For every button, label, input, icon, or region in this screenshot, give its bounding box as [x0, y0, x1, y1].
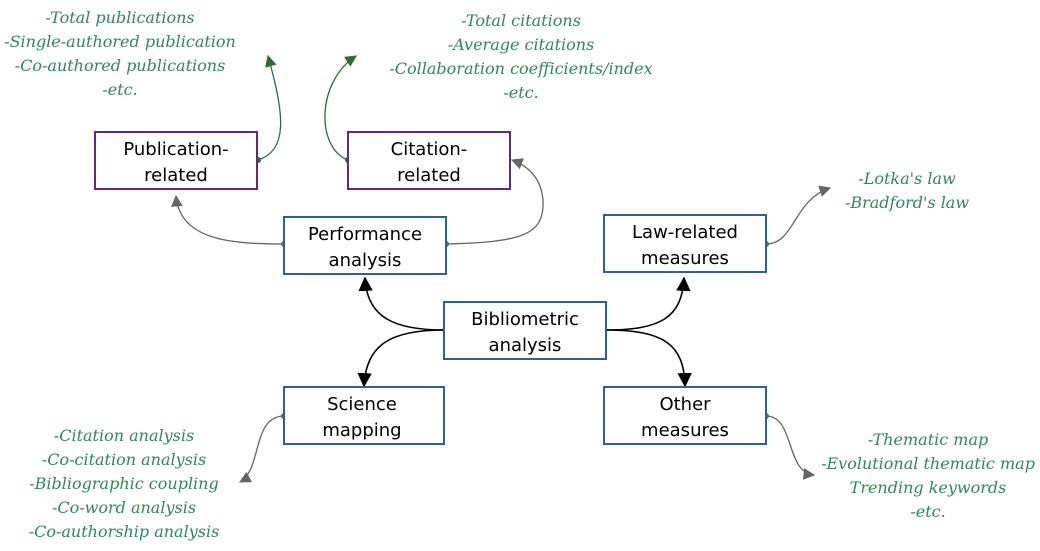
- list-item: -Single-authored publication: [4, 32, 236, 51]
- list-publication: -Total publications -Single-authored pub…: [4, 8, 236, 99]
- connector-other-to-list: [765, 415, 816, 480]
- box-citation: Citation- related: [347, 131, 511, 190]
- connector-center-to-law: [605, 276, 691, 331]
- list-item: -Co-word analysis: [52, 498, 196, 517]
- box-other-line2: measures: [641, 420, 729, 441]
- list-item: -Bibliographic coupling: [29, 474, 218, 493]
- connector-publication-to-list: [257, 54, 282, 161]
- list-item: -Average citations: [448, 35, 595, 54]
- list-citation: -Total citations -Average citations -Col…: [389, 11, 652, 102]
- connector-citation-to-list: [324, 55, 357, 161]
- list-item: -etc.: [910, 502, 945, 521]
- list-item: -etc.: [102, 80, 137, 99]
- list-item: -Bradford's law: [845, 193, 969, 212]
- list-item: -Lotka's law: [858, 169, 956, 188]
- list-item: -Evolutional thematic map: [821, 454, 1035, 473]
- list-item: Trending keywords: [850, 478, 1007, 497]
- list-item: -Total publications: [45, 8, 194, 27]
- connector-performance-to-publication: [171, 194, 285, 245]
- connector-performance-to-citation: [445, 158, 544, 245]
- list-item: -Thematic map: [868, 430, 989, 449]
- box-publication-line1: Publication-: [123, 139, 228, 160]
- box-center-line1: Bibliometric: [471, 309, 579, 330]
- box-law-line1: Law-related: [632, 222, 738, 243]
- box-citation-line1: Citation-: [391, 139, 468, 160]
- list-item: -etc.: [503, 83, 538, 102]
- list-other: -Thematic map -Evolutional thematic map …: [821, 430, 1035, 521]
- box-performance-line2: analysis: [329, 250, 402, 271]
- box-science-line2: mapping: [322, 420, 401, 441]
- box-publication-line2: related: [144, 165, 208, 186]
- list-law: -Lotka's law -Bradford's law: [845, 169, 969, 212]
- box-performance-line1: Performance: [308, 224, 422, 245]
- list-item: -Total citations: [461, 11, 581, 30]
- box-performance: Performance analysis: [283, 216, 447, 275]
- box-law-line2: measures: [641, 248, 729, 269]
- box-center-line2: analysis: [489, 335, 562, 356]
- list-item: -Co-authored publications: [15, 56, 226, 75]
- box-citation-line2: related: [397, 165, 461, 186]
- list-item: -Co-authorship analysis: [29, 522, 220, 541]
- list-item: -Collaboration coefficients/index: [389, 59, 652, 78]
- box-science-line1: Science: [327, 394, 397, 415]
- connector-center-to-science: [357, 329, 445, 388]
- list-item: -Citation analysis: [54, 426, 194, 445]
- list-science: -Citation analysis -Co-citation analysis…: [29, 426, 220, 541]
- box-other: Other measures: [603, 386, 767, 445]
- connector-center-to-performance: [358, 276, 445, 331]
- box-science: Science mapping: [283, 386, 445, 445]
- box-law: Law-related measures: [603, 214, 767, 273]
- connector-law-to-list: [765, 185, 832, 245]
- box-other-line1: Other: [659, 394, 711, 415]
- box-center: Bibliometric analysis: [443, 301, 607, 360]
- connector-center-to-other: [605, 329, 692, 388]
- box-publication: Publication- related: [94, 131, 258, 190]
- connector-science-to-list: [238, 415, 285, 483]
- list-item: -Co-citation analysis: [42, 450, 206, 469]
